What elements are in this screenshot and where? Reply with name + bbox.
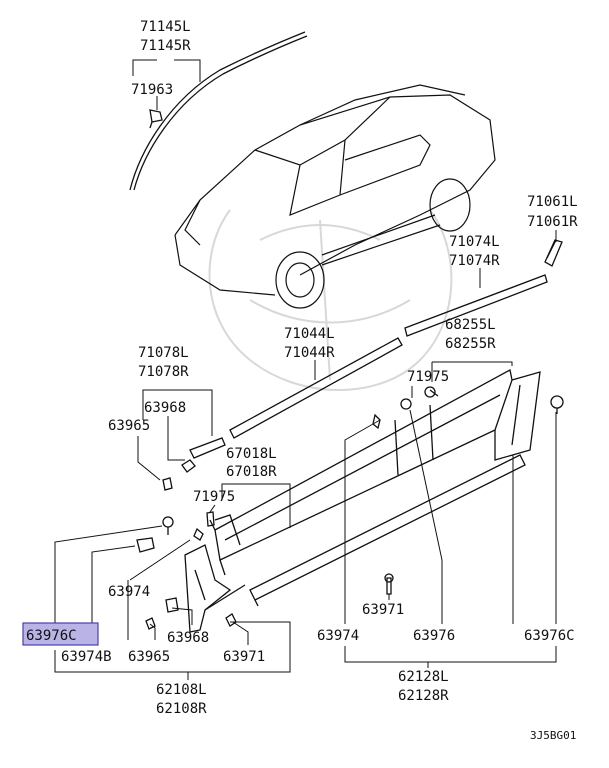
label-71074L[interactable]: 71074L [449, 234, 500, 250]
label-71061L[interactable]: 71061L [527, 194, 578, 210]
label-71963[interactable]: 71963 [131, 82, 173, 98]
leader-lines [54, 59, 557, 680]
front-sill-62108 [184, 514, 246, 633]
label-71044L[interactable]: 71044L [284, 326, 335, 342]
highlight-box [22, 622, 99, 646]
label-62128R[interactable]: 62128R [398, 688, 449, 704]
label-62128L[interactable]: 62128L [398, 669, 449, 685]
label-67018L[interactable]: 67018L [226, 446, 277, 462]
label-62108L[interactable]: 62108L [156, 682, 207, 698]
label-63974-mid[interactable]: 63974 [317, 628, 359, 644]
front-door-molding-71044 [229, 337, 403, 439]
label-71074R[interactable]: 71074R [449, 253, 500, 269]
label-63965-bottom[interactable]: 63965 [128, 649, 170, 665]
rear-garnish-71061 [544, 239, 563, 267]
label-63971-bottom[interactable]: 63971 [223, 649, 265, 665]
label-68255L[interactable]: 68255L [445, 317, 496, 333]
label-63968-bottom[interactable]: 63968 [167, 630, 209, 646]
label-63968-top[interactable]: 63968 [144, 400, 186, 416]
label-71044R[interactable]: 71044R [284, 345, 335, 361]
clip-icon [136, 386, 564, 630]
label-71145R[interactable]: 71145R [140, 38, 191, 54]
label-63965-top[interactable]: 63965 [108, 418, 150, 434]
label-71975-left[interactable]: 71975 [193, 489, 235, 505]
label-71061R[interactable]: 71061R [527, 214, 578, 230]
label-63974-left[interactable]: 63974 [108, 584, 150, 600]
figure-code: 3J5BG01 [530, 729, 576, 742]
label-63976C-right[interactable]: 63976C [524, 628, 575, 644]
car-illustration [174, 84, 496, 309]
label-63976C-left[interactable]: 63976C [26, 628, 77, 644]
label-71975-right[interactable]: 71975 [407, 369, 449, 385]
label-63976-mid[interactable]: 63976 [413, 628, 455, 644]
label-71078L[interactable]: 71078L [138, 345, 189, 361]
sill-garnish-62128 [214, 369, 541, 607]
label-71078R[interactable]: 71078R [138, 364, 189, 380]
roof-molding-part [129, 31, 308, 191]
label-71145L[interactable]: 71145L [140, 19, 191, 35]
part-labels: 71145L 71145R 71963 71061L 71061R 71074L… [26, 19, 578, 742]
label-62108R[interactable]: 62108R [156, 701, 207, 717]
label-63974B[interactable]: 63974B [61, 649, 112, 665]
label-63971-mid[interactable]: 63971 [362, 602, 404, 618]
fender-molding-71078 [181, 437, 226, 473]
label-68255R[interactable]: 68255R [445, 336, 496, 352]
clip-71963 [149, 109, 163, 129]
label-67018R[interactable]: 67018R [226, 464, 277, 480]
watermark-emblem [208, 209, 453, 391]
rear-door-molding-71074 [404, 274, 548, 337]
